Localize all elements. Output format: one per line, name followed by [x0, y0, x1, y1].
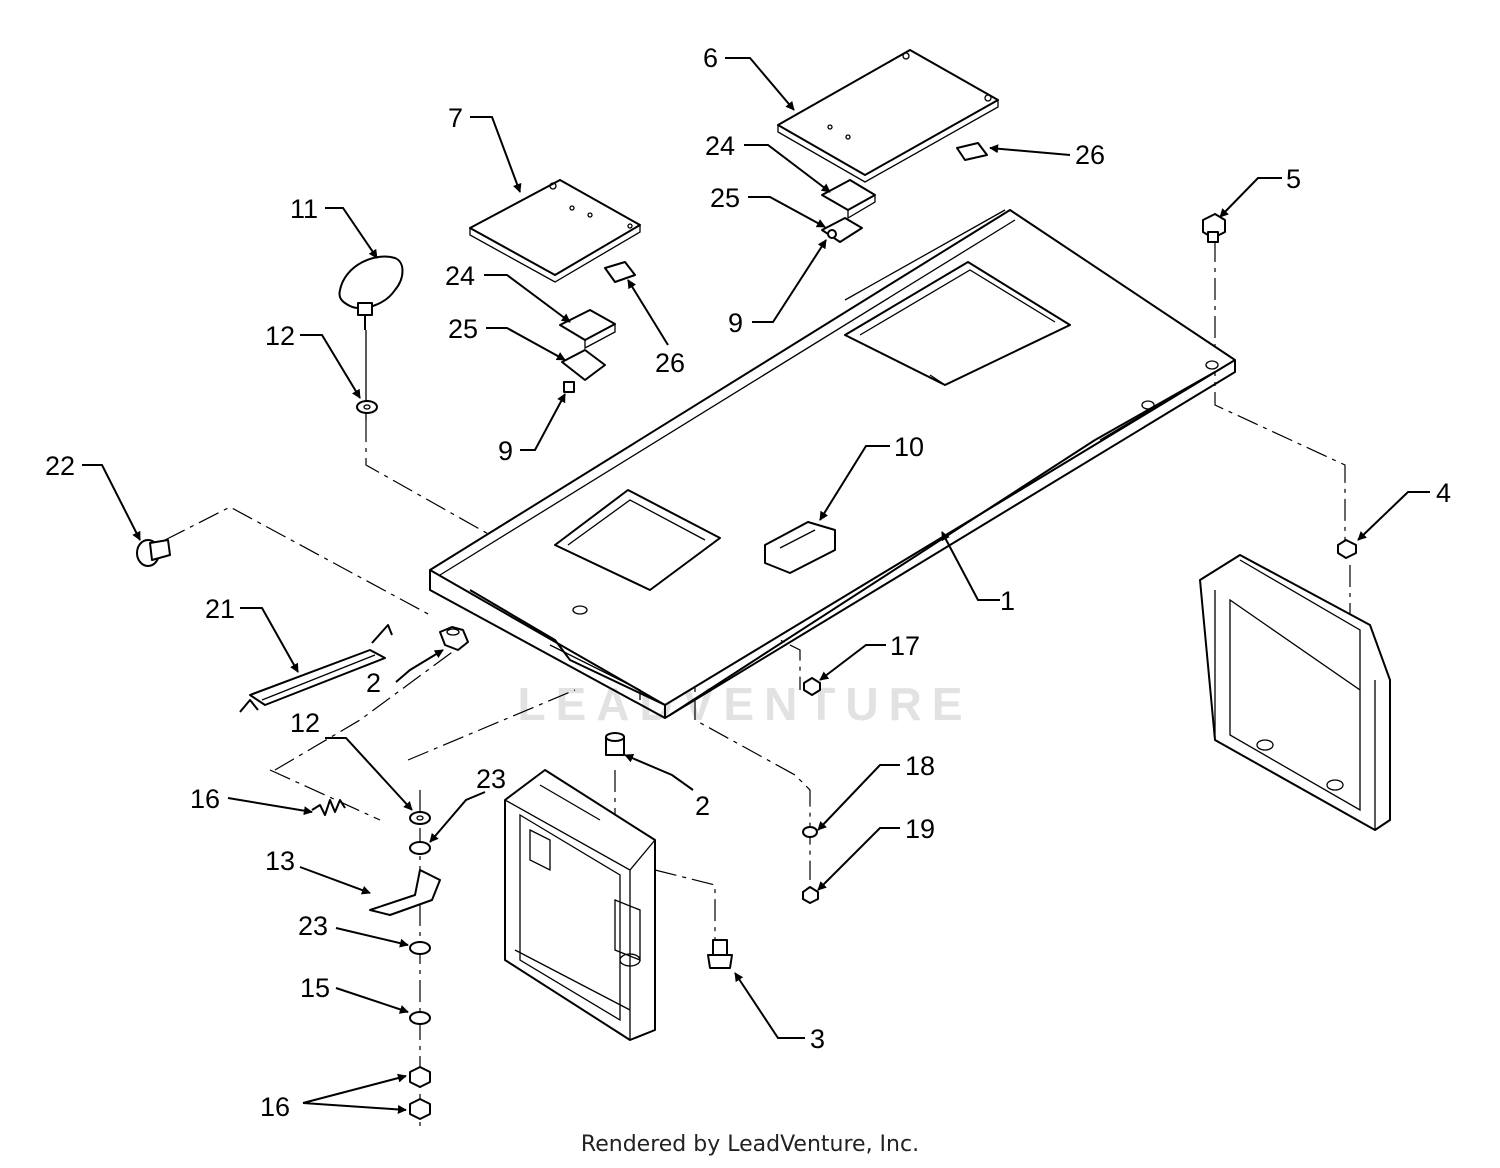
part-5-bolt	[1202, 213, 1226, 243]
part-23-washer-upper	[409, 841, 431, 855]
callout-24-upper: 24	[705, 131, 831, 193]
callout-2-upper: 2	[366, 649, 444, 698]
watermark-text: LEADVENTURE	[517, 678, 972, 730]
svg-text:17: 17	[890, 631, 920, 661]
callout-17: 17	[819, 631, 920, 681]
callout-9-upper: 9	[728, 239, 827, 338]
callout-4: 4	[1357, 478, 1451, 541]
svg-text:16: 16	[190, 784, 220, 814]
part-21-strap	[239, 624, 393, 713]
callout-22: 22	[45, 451, 141, 541]
footer-credit: Rendered by LeadVenture, Inc.	[580, 1132, 920, 1157]
svg-text:24: 24	[705, 131, 735, 161]
part-6-plate	[777, 49, 999, 183]
part-13-latch	[369, 869, 441, 916]
svg-text:16: 16	[260, 1092, 290, 1122]
part-1-main-panel	[429, 209, 1236, 719]
callout-11: 11	[290, 194, 378, 259]
callout-13: 13	[265, 846, 371, 895]
callout-23-upper: 23	[429, 764, 506, 843]
svg-text:3: 3	[810, 1024, 825, 1054]
callout-23-lower: 23	[298, 911, 409, 948]
part-25-plate-lower	[561, 349, 606, 381]
callout-5: 5	[1219, 164, 1301, 218]
part-16-nut-upper	[409, 1066, 431, 1088]
part-17-bolt	[803, 677, 821, 696]
callout-9-lower: 9	[498, 393, 566, 466]
part-9-screw-lower	[563, 381, 575, 393]
svg-text:5: 5	[1286, 164, 1301, 194]
svg-text:22: 22	[45, 451, 75, 481]
svg-text:2: 2	[366, 668, 381, 698]
callout-6: 6	[703, 43, 795, 111]
svg-text:21: 21	[205, 594, 235, 624]
part-15-washer	[409, 1011, 431, 1025]
callout-10: 10	[819, 432, 924, 521]
svg-text:13: 13	[265, 846, 295, 876]
callout-16-nuts: 16	[260, 1073, 407, 1122]
part-11-knob	[338, 255, 404, 420]
svg-text:25: 25	[710, 183, 740, 213]
part-4-nut	[1337, 539, 1357, 559]
svg-text:10: 10	[894, 432, 924, 462]
part-12-washer-upper	[356, 400, 378, 414]
svg-text:1: 1	[1000, 586, 1015, 616]
svg-text:19: 19	[905, 814, 935, 844]
svg-text:25: 25	[448, 314, 478, 344]
callout-25-lower: 25	[448, 314, 566, 361]
lower-frame-assembly	[504, 769, 656, 1041]
svg-text:7: 7	[448, 103, 463, 133]
part-19-nut	[802, 886, 819, 904]
part-22-plug	[136, 539, 171, 567]
part-23-washer-lower	[409, 941, 431, 955]
callout-26-upper: 26	[989, 140, 1105, 170]
callout-15: 15	[300, 973, 409, 1014]
callout-2-lower: 2	[624, 754, 710, 821]
callout-25-upper: 25	[710, 183, 826, 228]
callout-24-lower: 24	[445, 261, 571, 323]
callout-3: 3	[734, 972, 825, 1054]
right-frame-assembly	[1199, 554, 1391, 831]
svg-text:6: 6	[703, 43, 718, 73]
part-9-screw-upper	[827, 229, 837, 239]
svg-text:15: 15	[300, 973, 330, 1003]
part-2-bushing-lower	[605, 732, 625, 756]
part-2-bushing-upper	[439, 626, 469, 651]
svg-text:23: 23	[476, 764, 506, 794]
callout-12-lower: 12	[290, 708, 413, 811]
svg-text:11: 11	[290, 194, 318, 224]
part-3-bolt	[707, 939, 733, 969]
svg-text:18: 18	[905, 751, 935, 781]
part-26-pad-upper	[956, 142, 988, 161]
part-16-spring	[311, 799, 346, 816]
svg-text:2: 2	[695, 791, 710, 821]
svg-text:4: 4	[1436, 478, 1451, 508]
svg-text:26: 26	[655, 348, 685, 378]
part-7-plate	[469, 179, 641, 283]
part-18-lock-washer	[802, 826, 818, 838]
callout-1: 1	[941, 531, 1015, 616]
svg-text:24: 24	[445, 261, 475, 291]
svg-text:23: 23	[298, 911, 328, 941]
part-25-plate-upper	[821, 217, 863, 243]
svg-text:9: 9	[728, 308, 743, 338]
callout-12-upper: 12	[265, 321, 361, 399]
part-26-pad-lower	[604, 261, 636, 283]
svg-text:26: 26	[1075, 140, 1105, 170]
callout-26-lower: 26	[627, 279, 685, 378]
callout-19: 19	[817, 814, 935, 891]
callout-16-spring: 16	[190, 784, 313, 816]
svg-text:12: 12	[290, 708, 320, 738]
part-12-washer-lower	[409, 811, 431, 825]
part-24-hinge-upper	[821, 179, 876, 220]
callout-21: 21	[205, 594, 299, 673]
callout-18: 18	[817, 751, 935, 831]
callout-7: 7	[448, 103, 522, 193]
svg-text:12: 12	[265, 321, 295, 351]
part-24-hinge-lower	[559, 309, 616, 350]
part-16-nut-lower	[409, 1098, 431, 1120]
part-10-bracket	[764, 521, 836, 574]
svg-text:9: 9	[498, 436, 513, 466]
